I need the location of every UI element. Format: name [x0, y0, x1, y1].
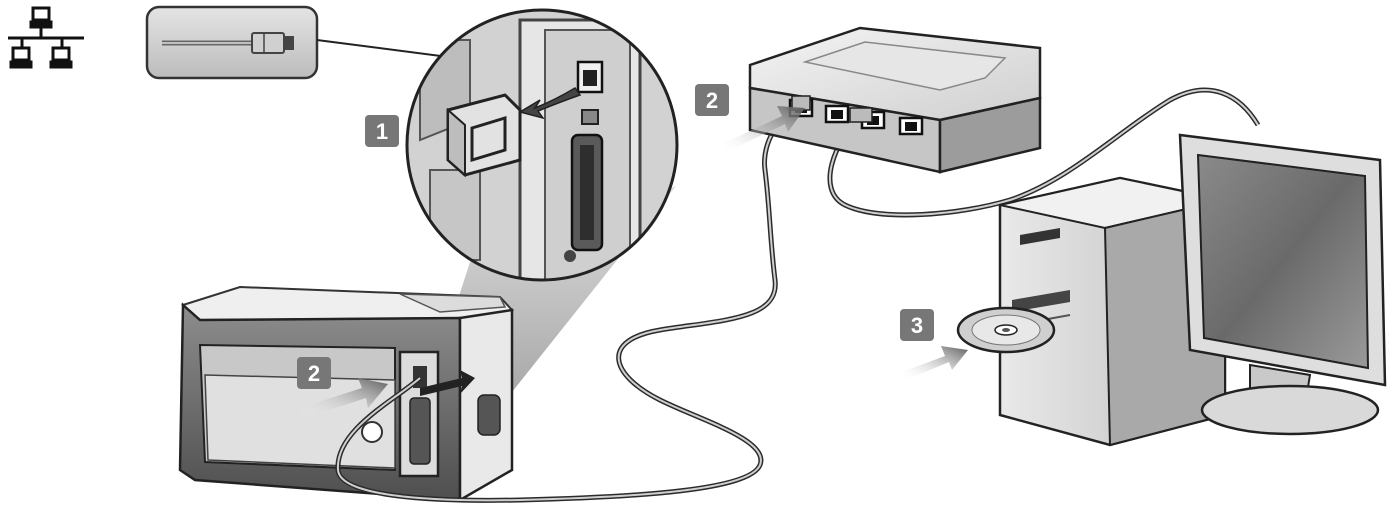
step-number: 2: [706, 88, 718, 113]
router-icon: [748, 26, 1042, 174]
step-badge-insert-cd: 3: [900, 309, 934, 341]
port-plug: [446, 93, 522, 178]
zoom-detail-circle: [405, 8, 679, 282]
computer-tower-icon: [998, 176, 1227, 447]
step-badge-connect-printer: 2: [297, 357, 331, 389]
step-number: 3: [911, 313, 923, 338]
monitor-icon: [1178, 133, 1387, 436]
router-insert-arrow: [722, 106, 805, 152]
remove-plug-arrow: [518, 87, 582, 120]
step-badge-remove-plug: 1: [365, 115, 399, 147]
ethernet-cable-end-icon: [162, 32, 294, 54]
cd-icon: [956, 306, 1056, 354]
step-badge-connect-router: 2: [695, 84, 729, 116]
cd-insert-arrow: [902, 346, 968, 380]
step-number: 2: [308, 361, 320, 386]
cable-end-panel: [145, 5, 319, 80]
network-icon: [8, 6, 84, 69]
printer-port-arrow: [420, 370, 475, 396]
step-number: 1: [376, 119, 388, 144]
printer-insert-arrow: [300, 378, 388, 418]
